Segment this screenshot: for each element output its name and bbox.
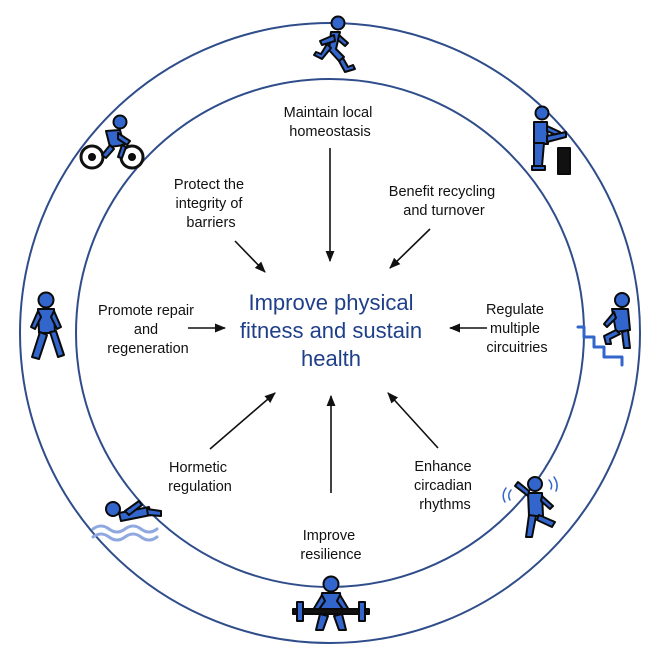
cycling-icon (79, 114, 145, 170)
effect-resilience: Improve resilience (300, 528, 361, 563)
stretching-icon (531, 105, 571, 175)
arrow-recycling (389, 228, 431, 269)
weightlifting-icon (292, 575, 370, 631)
effect-barriers: Protect the integrity of barriers (174, 177, 248, 231)
effect-recycling: Benefit recycling and turnover (389, 184, 499, 219)
walking-icon (30, 291, 65, 360)
effect-hormetic: Hormetic regulation (168, 460, 232, 495)
central-goal: Improve physical fitness and sustain hea… (240, 290, 422, 371)
arrows (188, 148, 487, 493)
effect-labels: Maintain local homeostasis Benefit recyc… (98, 105, 548, 563)
arrow-hormetic (209, 392, 276, 450)
effect-circuitries: Regulate multiple circuitries (486, 302, 548, 356)
arrow-barriers (234, 240, 266, 273)
stair-climbing-icon (576, 292, 631, 367)
activity-icons (30, 15, 631, 631)
dancing-icon (502, 476, 558, 538)
arrow-circadian (387, 392, 439, 449)
running-icon (313, 15, 356, 73)
outer-ring (19, 22, 641, 644)
central-goal-line-3: health (301, 346, 361, 371)
effect-homeostasis: Maintain local homeostasis (284, 105, 377, 140)
central-goal-line-2: fitness and sustain (240, 318, 422, 343)
effect-circadian: Enhance circadian rhythms (414, 459, 476, 513)
swimming-icon (91, 500, 162, 542)
central-goal-line-1: Improve physical (248, 290, 413, 315)
effect-repair: Promote repair and regeneration (98, 303, 198, 357)
